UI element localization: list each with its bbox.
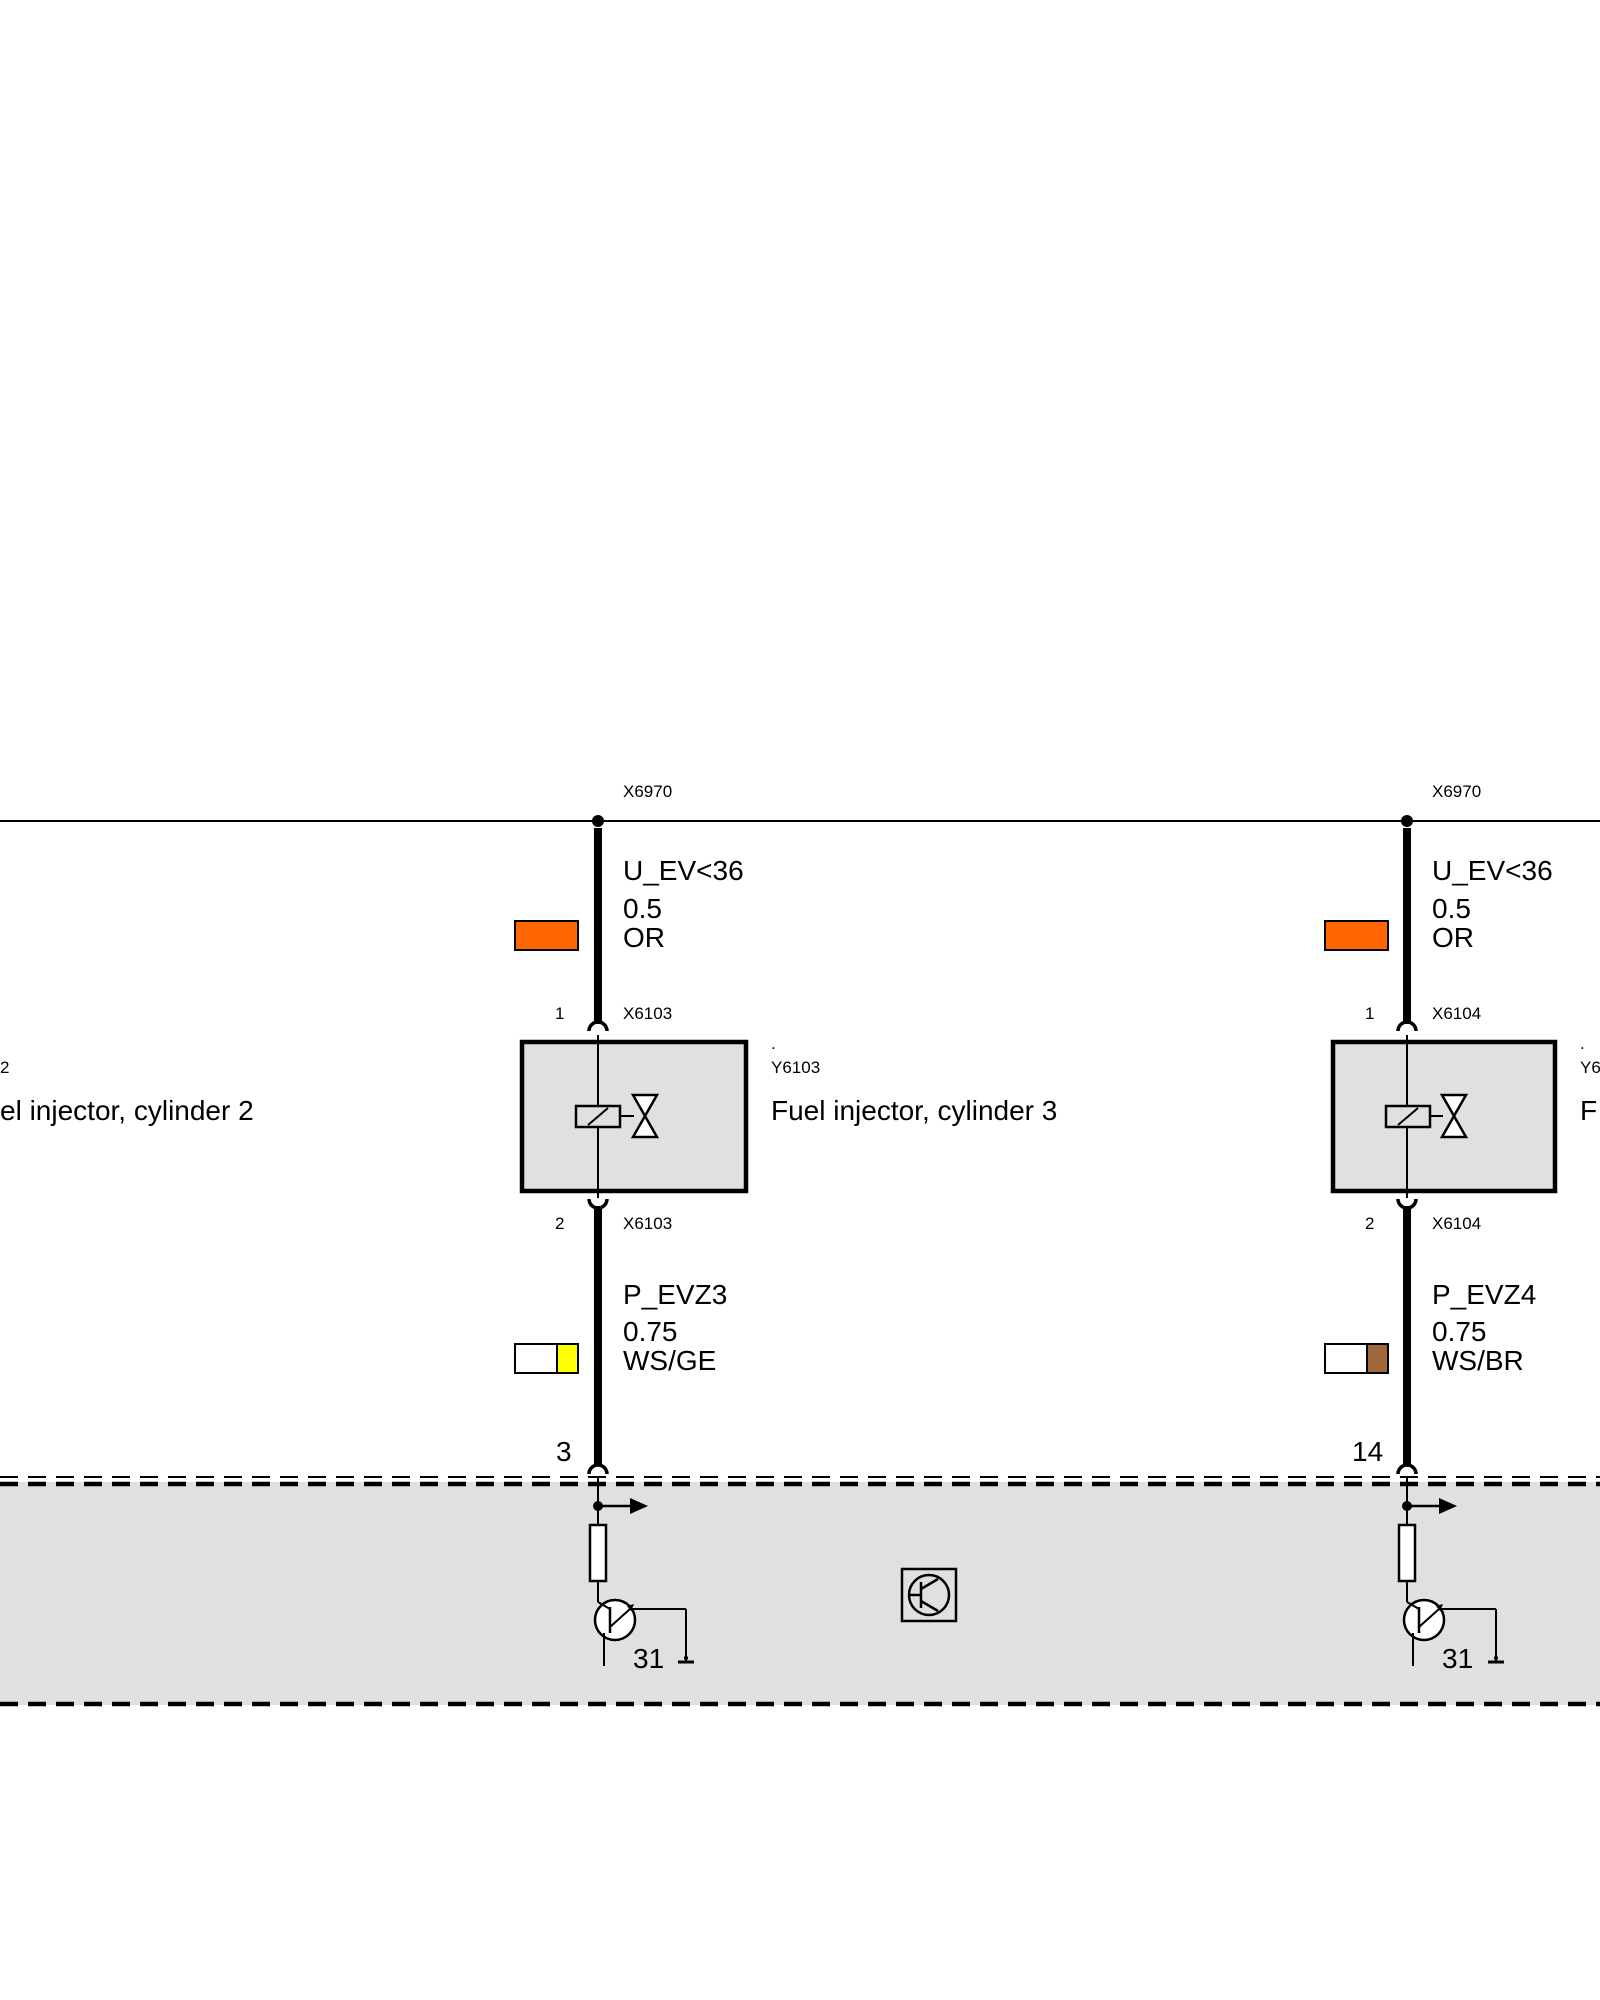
pin-bottom-connector-label: X6104 <box>1432 1214 1481 1233</box>
component-dot: . <box>1580 1034 1585 1053</box>
pin-bottom-number: 2 <box>555 1214 564 1233</box>
component-dot: . <box>771 1034 776 1053</box>
transistor-module-symbol <box>900 1567 958 1623</box>
pin-top-connector-label: X6103 <box>623 1004 672 1023</box>
transistor-icon <box>1402 1598 1497 1666</box>
supply-connector-label: X6970 <box>1432 782 1481 801</box>
signal-cross-section: 0.75 <box>623 1316 678 1347</box>
pin-top-number: 1 <box>1365 1004 1374 1023</box>
injector-circuit-cylinder-4: X6970 U_EV<36 0.5 OR 1 X6104 . Y6 F 2 X6… <box>1324 782 1600 1674</box>
pin-top-number: 1 <box>555 1004 564 1023</box>
module-socket <box>587 1463 609 1475</box>
ground-label: 31 <box>1442 1643 1473 1674</box>
signal-color-code: WS/BR <box>1432 1345 1524 1376</box>
ground-icon <box>1488 1656 1504 1664</box>
supply-cross-section: 0.5 <box>1432 893 1471 924</box>
pin-bottom-number: 2 <box>1365 1214 1374 1233</box>
module-socket <box>1396 1463 1418 1475</box>
signal-name: P_EVZ3 <box>623 1279 727 1310</box>
supply-splice-dot <box>1401 815 1413 827</box>
module-pin-number: 14 <box>1352 1436 1383 1467</box>
sense-arrow-head <box>1439 1498 1457 1514</box>
pin-top-connector-label: X6104 <box>1432 1004 1481 1023</box>
supply-signal-name: U_EV<36 <box>1432 855 1553 886</box>
signal-wire-color-swatch <box>1324 1343 1389 1374</box>
connector-socket-top <box>587 1020 609 1032</box>
supply-splice-dot <box>592 815 604 827</box>
supply-wire-color-swatch <box>1324 920 1389 951</box>
component-name: Fuel injector, cylinder 3 <box>771 1095 1057 1126</box>
pin-bottom-connector-label: X6103 <box>623 1214 672 1233</box>
signal-cross-section: 0.75 <box>1432 1316 1487 1347</box>
solenoid-valve-icon <box>1384 1093 1469 1139</box>
supply-connector-label: X6970 <box>623 782 672 801</box>
signal-color-code: WS/GE <box>623 1345 716 1376</box>
solenoid-valve-icon <box>574 1093 660 1139</box>
module-pin-number: 3 <box>556 1436 572 1467</box>
left-component-name-fragment: el injector, cylinder 2 <box>0 1095 254 1126</box>
supply-color-code: OR <box>623 922 665 953</box>
resistor-symbol <box>588 1523 608 1583</box>
signal-name: P_EVZ4 <box>1432 1279 1536 1310</box>
supply-color-code: OR <box>1432 922 1474 953</box>
left-component-id-fragment: 2 <box>0 1058 9 1077</box>
supply-signal-name: U_EV<36 <box>623 855 744 886</box>
ground-icon <box>678 1656 694 1664</box>
component-id: Y6103 <box>771 1058 820 1077</box>
transistor-icon <box>593 1598 687 1666</box>
ground-label: 31 <box>633 1643 664 1674</box>
supply-wire-color-swatch <box>514 920 579 951</box>
resistor-symbol <box>1397 1523 1417 1583</box>
fuel-injector-housing <box>1330 1039 1558 1194</box>
supply-cross-section: 0.5 <box>623 893 662 924</box>
component-name: F <box>1580 1095 1597 1126</box>
sense-arrow-head <box>630 1498 648 1514</box>
connector-socket-top <box>1396 1020 1418 1032</box>
injector-circuit-cylinder-3: X6970 U_EV<36 0.5 OR 1 X6103 . Y6103 Fue… <box>514 782 1057 1674</box>
control-module-body <box>0 1482 1600 1705</box>
signal-wire-color-swatch <box>514 1343 579 1374</box>
component-id: Y6 <box>1580 1058 1600 1077</box>
